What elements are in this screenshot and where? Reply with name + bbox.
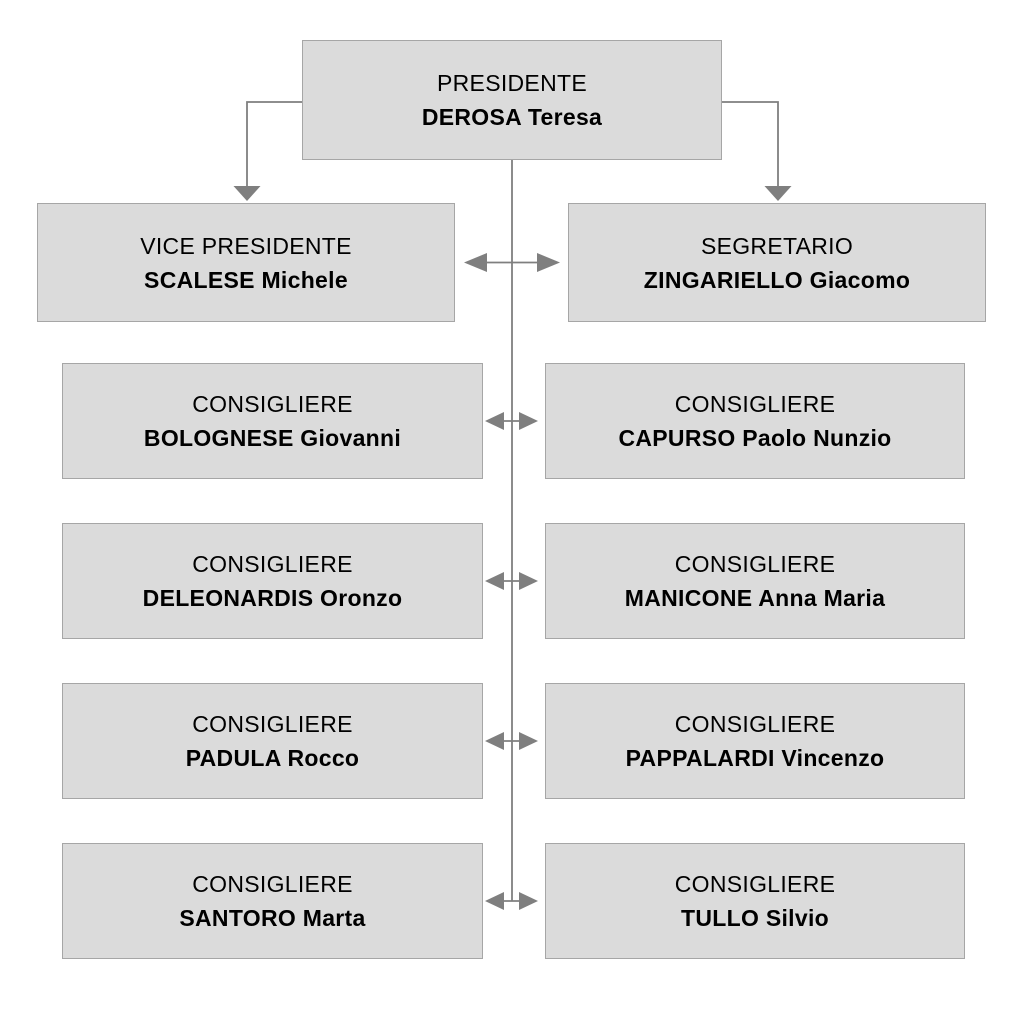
role-label: PRESIDENTE [437,70,587,96]
right-arrow-icon [519,892,538,910]
person-name: SCALESE Michele [144,266,348,293]
connector-president-to-segretario [722,101,779,186]
person-name: PAPPALARDI Vincenzo [625,745,885,771]
left-arrow-icon [485,572,504,590]
person-name: ZINGARIELLO Giacomo [643,266,911,293]
right-arrow-icon [519,412,538,430]
right-arrow-icon [519,572,538,590]
role-label: VICE PRESIDENTE [140,232,352,259]
role-label: CONSIGLIERE [192,711,353,737]
node-consigliere-padula: CONSIGLIERE PADULA Rocco [62,683,483,799]
person-name: TULLO Silvio [681,905,829,931]
left-arrow-icon [485,412,504,430]
role-label: CONSIGLIERE [674,871,836,897]
node-consigliere-pappalardi: CONSIGLIERE PAPPALARDI Vincenzo [545,683,965,799]
node-vice-presidente: VICE PRESIDENTE SCALESE Michele [37,203,455,322]
left-arrow-icon [464,253,487,272]
role-label: CONSIGLIERE [192,391,353,417]
left-arrow-icon [485,892,504,910]
node-consigliere-tullo: CONSIGLIERE TULLO Silvio [545,843,965,959]
node-consigliere-bolognese: CONSIGLIERE BOLOGNESE Giovanni [62,363,483,479]
node-presidente: PRESIDENTE DEROSA Teresa [302,40,722,160]
node-consigliere-capurso: CONSIGLIERE CAPURSO Paolo Nunzio [545,363,965,479]
right-arrow-icon [519,732,538,750]
person-name: DELEONARDIS Oronzo [142,585,403,611]
person-name: CAPURSO Paolo Nunzio [618,425,892,451]
node-consigliere-deleonardis: CONSIGLIERE DELEONARDIS Oronzo [62,523,483,639]
down-arrow-icon [764,186,792,201]
connector-president-to-vice [246,101,302,186]
role-label: CONSIGLIERE [192,871,353,897]
down-arrow-icon [233,186,261,201]
person-name: BOLOGNESE Giovanni [143,425,402,451]
person-name: MANICONE Anna Maria [624,585,886,611]
role-label: CONSIGLIERE [674,391,836,417]
right-arrow-icon [537,253,560,272]
person-name: PADULA Rocco [185,745,360,771]
left-arrow-icon [485,732,504,750]
role-label: SEGRETARIO [700,232,854,259]
node-segretario: SEGRETARIO ZINGARIELLO Giacomo [568,203,986,322]
person-name: SANTORO Marta [179,905,366,931]
node-consigliere-santoro: CONSIGLIERE SANTORO Marta [62,843,483,959]
person-name: DEROSA Teresa [421,104,603,130]
role-label: CONSIGLIERE [192,551,353,577]
role-label: CONSIGLIERE [674,551,836,577]
role-label: CONSIGLIERE [674,711,836,737]
node-consigliere-manicone: CONSIGLIERE MANICONE Anna Maria [545,523,965,639]
